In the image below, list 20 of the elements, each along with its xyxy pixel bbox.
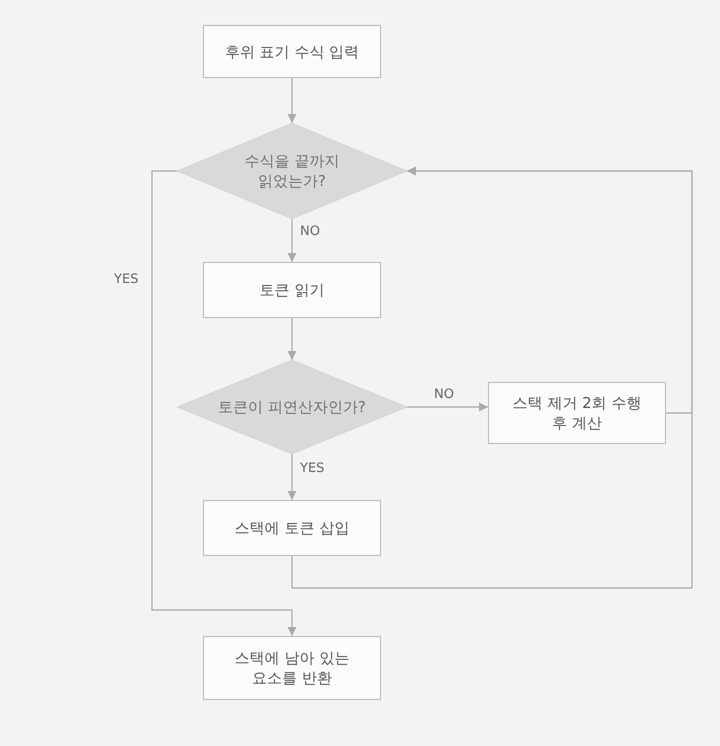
flow-arrow (288, 454, 296, 500)
process-box (203, 262, 381, 318)
flow-arrow (288, 219, 296, 262)
process-box (488, 382, 666, 444)
flow-arrow (288, 318, 296, 360)
decision-diamond (177, 360, 407, 454)
process-box (203, 500, 381, 556)
step-text: 스택에 토큰 삽입 (234, 518, 350, 538)
step-text: 스택 제거 2회 수행 후 계산 (512, 393, 642, 433)
decision-diamond (177, 123, 407, 219)
flow-arrow (288, 78, 296, 123)
process-box (203, 636, 381, 700)
process-box (203, 25, 381, 78)
decision-text: 수식을 끝까지 읽었는가? (244, 151, 340, 191)
step-text: 스택에 남아 있는 요소를 반환 (234, 648, 350, 688)
flow-arrow (151, 170, 296, 636)
step-text: 토큰 읽기 (260, 280, 324, 300)
decision-text: 토큰이 피연산자인가? (218, 397, 366, 417)
flow-arrow (407, 402, 488, 412)
step-text: 후위 표기 수식 입력 (224, 42, 360, 62)
